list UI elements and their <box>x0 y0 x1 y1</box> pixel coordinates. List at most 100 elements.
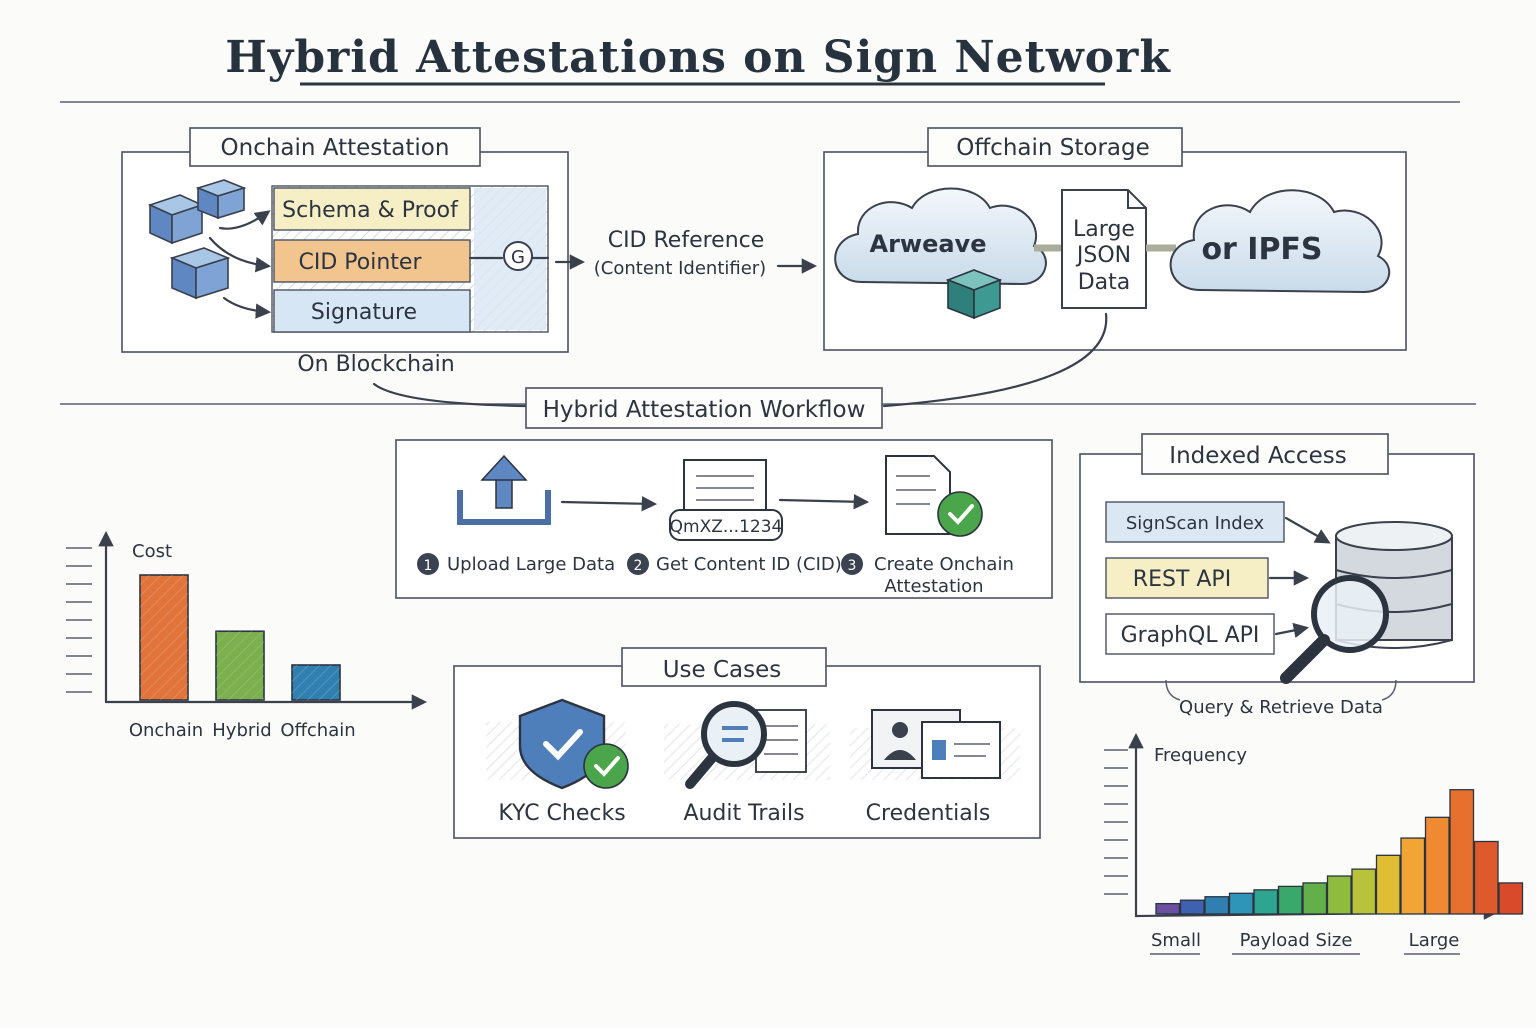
freq-bar-1 <box>1155 902 1181 915</box>
signscan-index-label: SignScan Index <box>1126 513 1265 534</box>
curve-from-onchain <box>372 382 528 408</box>
freq-bar-12 <box>1424 816 1450 915</box>
ipfs-cloud-icon <box>1169 189 1391 294</box>
audit-magnifier-icon <box>664 701 830 789</box>
use-cases-header: Use Cases <box>663 657 782 683</box>
query-brace-right <box>1381 679 1397 701</box>
workflow-arrow-1 <box>560 496 658 512</box>
ipfs-label: or IPFS <box>1201 232 1322 267</box>
query-brace-left <box>1165 679 1181 701</box>
use-cases-header-box <box>621 647 827 687</box>
workflow-panel: Hybrid Attestation Workflow QmXZ...1234 <box>395 387 1053 599</box>
freq-tick-small: Small <box>1151 930 1201 951</box>
query-retrieve-label: Query & Retrieve Data <box>1179 697 1383 718</box>
cost-tick-hybrid: Hybrid <box>212 720 271 741</box>
credentials-label: Credentials <box>866 801 991 826</box>
cost-tick-onchain: Onchain <box>129 720 203 741</box>
freq-bar-14 <box>1473 840 1499 915</box>
onchain-attestation-panel: Onchain Attestation Schema & Proof CID P… <box>121 127 569 377</box>
step-1-label: Upload Large Data <box>447 554 615 575</box>
step-1-badge <box>417 553 439 575</box>
signature-field <box>273 289 471 333</box>
kyc-shield-icon <box>486 698 629 790</box>
graphql-arrow <box>1274 622 1310 638</box>
storage-cube-icon <box>945 269 1003 320</box>
freq-bar-3 <box>1204 896 1230 915</box>
freq-xlabel: Payload Size <box>1240 930 1353 951</box>
workflow-arrow-2 <box>778 494 870 510</box>
schema-proof-field <box>273 187 471 231</box>
doc-line-data: Data <box>1078 270 1131 295</box>
graphql-api-label: GraphQL API <box>1121 623 1260 648</box>
cost-bar-chart: Cost Onchain Hybrid Offchain <box>66 530 428 741</box>
step-2-label: Get Content ID (CID) <box>656 554 842 575</box>
onchain-header-box <box>189 127 481 167</box>
indexed-access-panel: Indexed Access SignScan Index REST API G… <box>1079 433 1475 718</box>
payload-frequency-chart: Frequency Small Payload Size Large <box>1104 732 1524 955</box>
page-title: Hybrid Attestations on Sign Network <box>225 32 1171 83</box>
blockchain-cubes-icon <box>147 179 272 319</box>
cost-bar-texture-onchain <box>140 575 188 700</box>
credentials-card-icon <box>850 709 1020 780</box>
content-identifier-label: (Content Identifier) <box>594 258 766 279</box>
freq-bar-4 <box>1228 892 1254 915</box>
offchain-header-box <box>927 127 1183 167</box>
rest-api-item <box>1105 557 1269 599</box>
offchain-storage-panel: Offchain Storage Arweave Large JSON Data… <box>823 127 1407 351</box>
curve-from-offchain <box>882 312 1108 408</box>
offchain-header: Offchain Storage <box>956 135 1150 161</box>
rest-api-label: REST API <box>1133 567 1231 592</box>
step-3-label-line2: Attestation <box>884 576 983 597</box>
json-document-icon <box>1061 189 1147 309</box>
graphql-api-item <box>1105 613 1275 655</box>
cost-chart-hatching <box>66 547 92 693</box>
cost-axis-label: Cost <box>132 541 172 562</box>
cost-bar-texture-offchain <box>292 665 340 700</box>
signscan-arrow <box>1284 516 1331 544</box>
step-3-number: 3 <box>848 558 857 574</box>
doc-line-large: Large <box>1073 217 1135 242</box>
pointer-g-icon <box>503 241 533 271</box>
freq-tick-large: Large <box>1409 930 1460 951</box>
cid-reference-label: CID Reference <box>608 228 765 253</box>
kyc-checks-label: KYC Checks <box>498 801 625 826</box>
workflow-header-box <box>525 387 883 429</box>
step-2-number: 2 <box>634 558 643 574</box>
freq-bar-15 <box>1498 882 1524 915</box>
freq-bar-6 <box>1277 885 1303 915</box>
freq-axis-label: Frequency <box>1154 745 1247 766</box>
cid-pointer-label: CID Pointer <box>299 250 423 275</box>
freq-bar-2 <box>1179 899 1205 915</box>
attestation-check-icon <box>885 455 983 537</box>
doc-line-json: JSON <box>1075 243 1131 268</box>
cid-pointer-field <box>273 239 471 283</box>
cid-value: QmXZ...1234 <box>670 517 783 537</box>
cost-bar-texture-hybrid <box>216 631 264 700</box>
workflow-header: Hybrid Attestation Workflow <box>543 397 866 423</box>
freq-bar-9 <box>1351 868 1377 915</box>
cost-tick-offchain: Offchain <box>280 720 355 741</box>
step-1-number: 1 <box>424 558 433 574</box>
audit-trails-label: Audit Trails <box>683 801 804 826</box>
indexed-header-box <box>1141 433 1389 475</box>
freq-bar-10 <box>1375 854 1401 915</box>
arweave-label: Arweave <box>870 230 987 258</box>
freq-bar-5 <box>1253 889 1279 915</box>
cid-value-pill <box>669 509 783 541</box>
signscan-index-item <box>1105 501 1285 543</box>
freq-bar-11 <box>1400 837 1426 915</box>
on-blockchain-label: On Blockchain <box>297 352 454 377</box>
freq-chart-hatching <box>1104 749 1128 895</box>
database-search-icon <box>1280 521 1453 684</box>
freq-bar-13 <box>1449 789 1475 915</box>
schema-proof-label: Schema & Proof <box>282 198 459 223</box>
step-3-badge <box>841 553 863 575</box>
indexed-header: Indexed Access <box>1169 443 1346 469</box>
freq-bar-7 <box>1302 882 1328 915</box>
signature-label: Signature <box>311 300 417 325</box>
freq-bar-8 <box>1326 875 1352 915</box>
step-2-badge <box>627 553 649 575</box>
onchain-header: Onchain Attestation <box>221 135 450 161</box>
pointer-glyph: G <box>511 247 525 268</box>
